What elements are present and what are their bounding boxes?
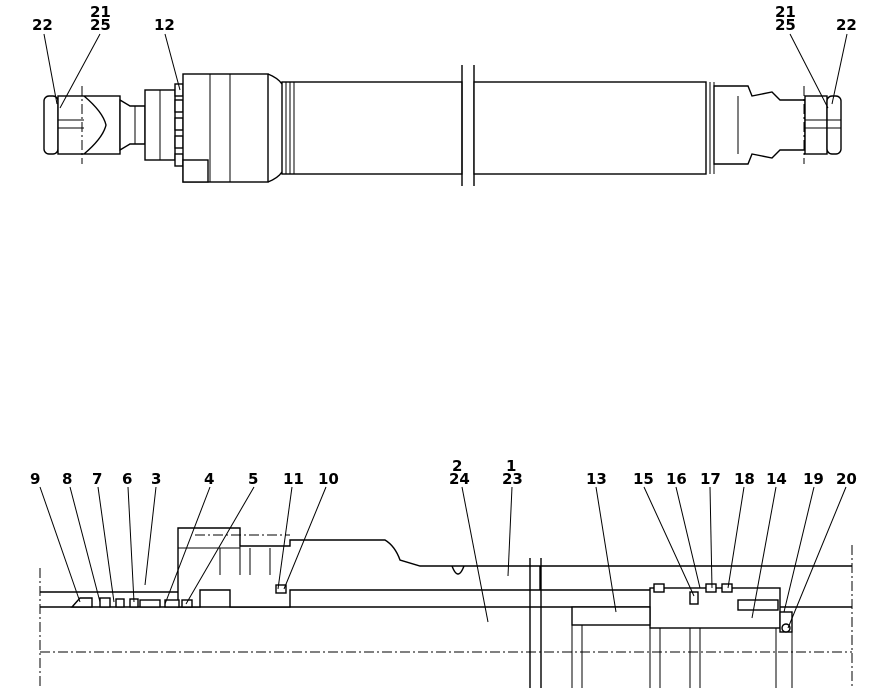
callout-15: 15 (633, 470, 654, 488)
callout-1: 1 (506, 457, 516, 475)
callout-18: 18 (734, 470, 755, 488)
callout-5: 5 (248, 470, 258, 488)
left-clevis (43, 95, 59, 155)
callout-6: 6 (122, 470, 132, 488)
callout-19: 19 (803, 470, 824, 488)
callout-2: 2 (452, 457, 462, 475)
callout-16: 16 (666, 470, 687, 488)
barrel-left (281, 81, 463, 175)
callout-23: 23 (502, 470, 523, 488)
callout-20: 20 (836, 470, 857, 488)
callout-21-right: 21 (775, 3, 796, 21)
callout-11: 11 (283, 470, 304, 488)
callout-10: 10 (318, 470, 339, 488)
callout-25-left: 25 (90, 16, 111, 34)
section-view: 9 8 7 6 3 4 5 11 10 2 24 1 23 13 15 16 1… (30, 457, 857, 688)
callout-22-right: 22 (836, 16, 857, 34)
callout-21-left: 21 (90, 3, 111, 21)
right-clevis (804, 95, 828, 155)
callout-22-left: 22 (32, 16, 53, 34)
callout-4: 4 (204, 470, 214, 488)
callout-8: 8 (62, 470, 72, 488)
barrel-right (473, 81, 707, 175)
callout-14: 14 (766, 470, 787, 488)
callout-7: 7 (92, 470, 102, 488)
callout-3: 3 (151, 470, 161, 488)
callout-12: 12 (154, 16, 175, 34)
callout-17: 17 (700, 470, 721, 488)
callout-9: 9 (30, 470, 40, 488)
callout-13: 13 (586, 470, 607, 488)
callout-24: 24 (449, 470, 470, 488)
top-view: 22 21 25 12 21 25 22 (32, 3, 857, 186)
callout-25-right: 25 (775, 16, 796, 34)
